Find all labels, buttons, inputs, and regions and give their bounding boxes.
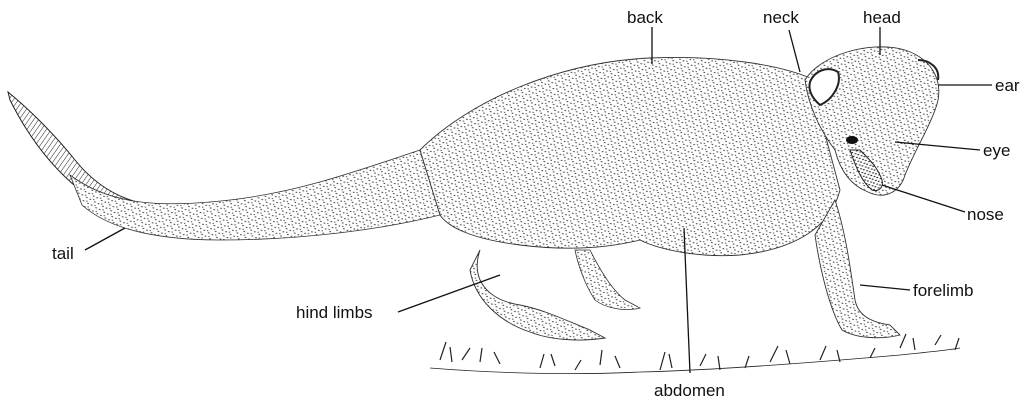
label-ear: ear xyxy=(995,76,1020,95)
label-forelimb: forelimb xyxy=(913,281,973,300)
label-tail: tail xyxy=(52,244,74,263)
label-abdomen: abdomen xyxy=(654,381,725,400)
label-hind-limbs: hind limbs xyxy=(296,303,373,322)
leader-nose xyxy=(882,185,965,212)
leader-forelimb xyxy=(860,285,910,290)
leader-tail xyxy=(85,228,125,250)
mongoose-illustration xyxy=(8,47,960,374)
label-eye: eye xyxy=(983,141,1010,160)
grass xyxy=(430,334,960,374)
label-head: head xyxy=(863,8,901,27)
body-shape xyxy=(420,57,840,255)
forelimb-shape xyxy=(815,200,900,338)
eye-shape xyxy=(846,136,858,144)
label-back: back xyxy=(627,8,663,27)
forelimb-rear-shape xyxy=(575,250,640,310)
leader-neck xyxy=(789,30,800,72)
tail-shape xyxy=(70,150,440,240)
label-nose: nose xyxy=(967,205,1004,224)
label-neck: neck xyxy=(763,8,799,27)
